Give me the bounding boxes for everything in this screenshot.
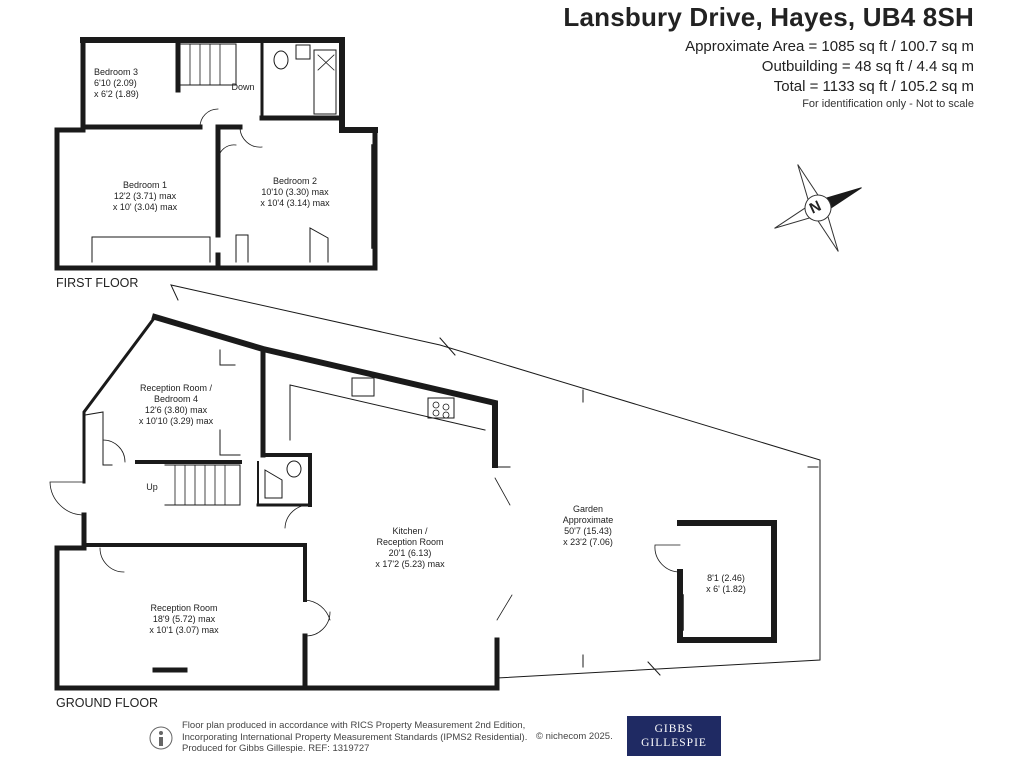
room-reception-bedroom-4: Reception Room / Bedroom 4 12'6 (3.80) m… xyxy=(138,383,214,426)
area-outbuilding: Outbuilding = 48 sq ft / 4.4 sq m xyxy=(761,58,974,75)
area-total: Total = 1133 sq ft / 105.2 sq m xyxy=(773,78,974,95)
ground-floor-label: GROUND FLOOR xyxy=(56,696,159,710)
gibbs-gillespie-logo: GIBBS GILLESPIE xyxy=(627,716,721,756)
copyright-text: © nichecom 2025. xyxy=(536,731,613,742)
outbuilding: 8'1 (2.46) x 6' (1.82) xyxy=(706,573,746,594)
first-floor-label: FIRST FLOOR xyxy=(56,276,139,290)
footer-disclaimer: Floor plan produced in accordance with R… xyxy=(182,720,528,754)
room-kitchen-reception: Kitchen / Reception Room 20'1 (6.13) x 1… xyxy=(375,526,445,569)
person-outline-icon xyxy=(149,726,173,750)
room-bedroom-1: Bedroom 1 12'2 (3.71) max x 10' (3.04) m… xyxy=(112,180,178,212)
area-approximate: Approximate Area = 1085 sq ft / 100.7 sq… xyxy=(685,38,974,55)
first-floor-plan xyxy=(54,37,378,271)
property-title: Lansbury Drive, Hayes, UB4 8SH xyxy=(563,2,974,32)
room-bedroom-3: Bedroom 3 6'10 (2.09) x 6'2 (1.89) xyxy=(94,67,139,99)
compass-rose xyxy=(774,164,862,252)
garden-area: Garden Approximate 50'7 (15.43) x 23'2 (… xyxy=(562,504,614,547)
stairs-up-label: Up xyxy=(146,482,158,492)
room-reception-room: Reception Room 18'9 (5.72) max x 10'1 (3… xyxy=(149,603,219,635)
stairs-down-label: Down xyxy=(231,82,255,92)
ground-floor-plan xyxy=(49,284,821,691)
room-bedroom-2: Bedroom 2 10'10 (3.30) max x 10'4 (3.14)… xyxy=(260,176,330,208)
identification-note: For identification only - Not to scale xyxy=(802,98,974,110)
